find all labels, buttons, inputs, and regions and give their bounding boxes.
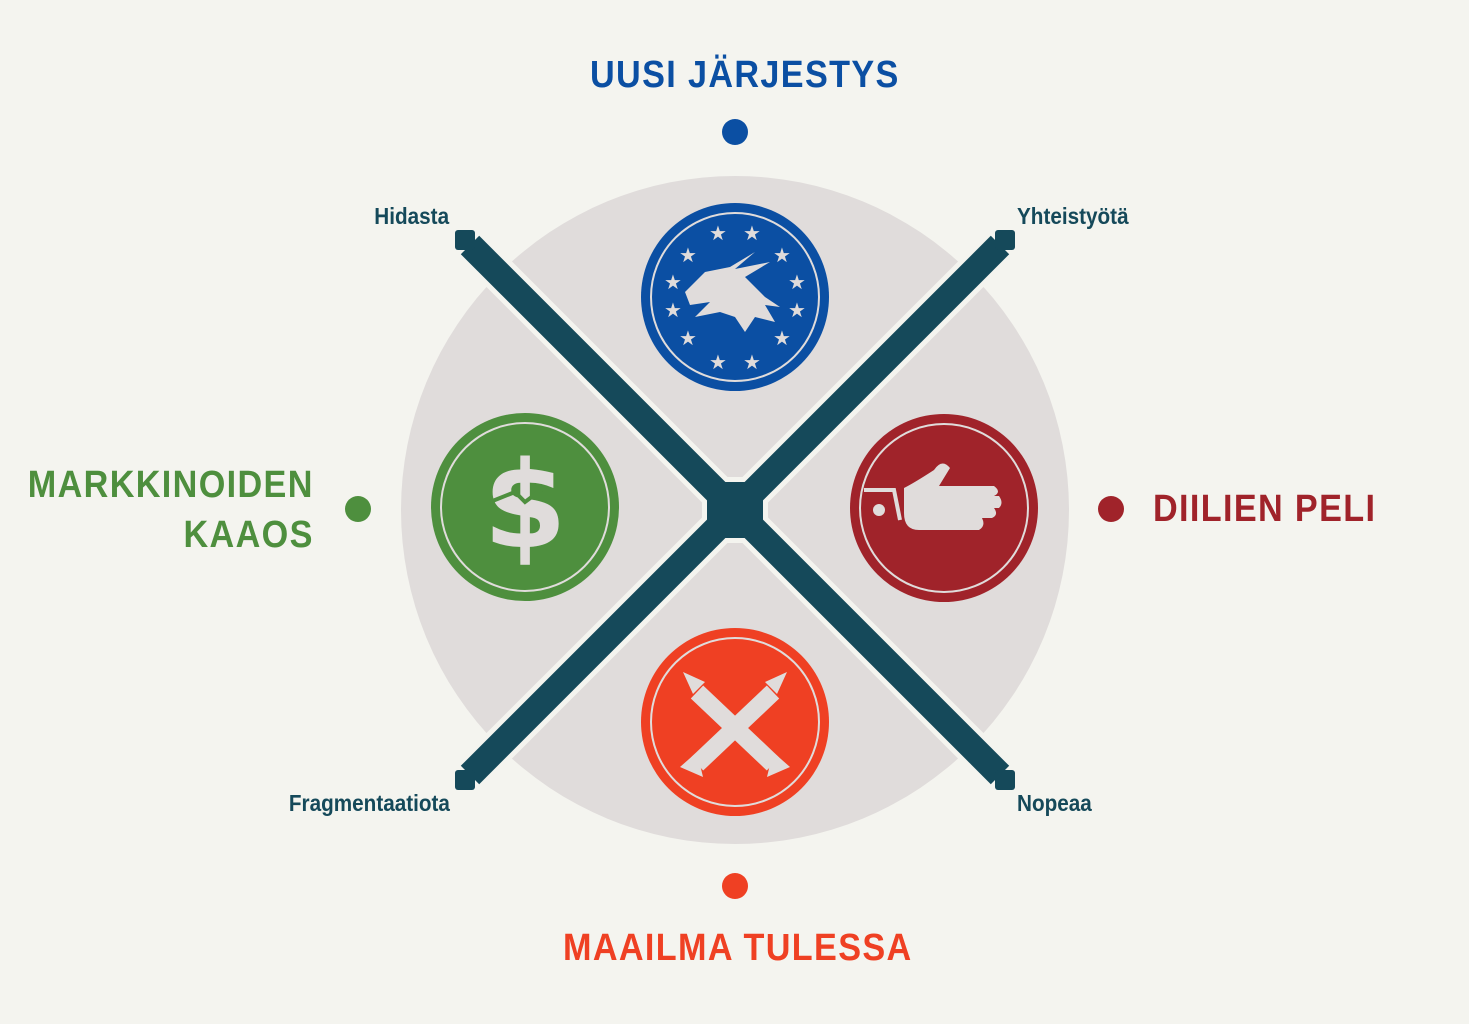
axis-label-bottom-left: Fragmentaatiota — [288, 790, 450, 816]
axis-end-cap — [995, 230, 1015, 250]
right-scenario-dot — [1098, 496, 1124, 522]
broken-dollar-icon: $ — [431, 413, 619, 601]
svg-text:★: ★ — [788, 270, 806, 294]
top-scenario-dot — [722, 119, 748, 145]
svg-text:★: ★ — [709, 221, 727, 245]
svg-text:★: ★ — [773, 326, 791, 350]
left-scenario-title-line2: KAAOS — [183, 514, 314, 556]
bottom-scenario-dot — [722, 873, 748, 899]
axis-label-top-right: Yhteistyötä — [1017, 203, 1129, 229]
left-scenario-dot — [345, 496, 371, 522]
dragon-stars-icon: ★ ★ ★ ★ ★ ★ ★ ★ ★ ★ ★ ★ — [641, 203, 829, 391]
svg-text:★: ★ — [679, 243, 697, 267]
axis-end-cap — [455, 230, 475, 250]
bottom-scenario-title: MAAILMA TULESSA — [563, 927, 913, 969]
svg-text:★: ★ — [773, 243, 791, 267]
right-scenario-title: DIILIEN PELI — [1153, 488, 1377, 530]
left-scenario-title-line1: MARKKINOIDEN — [27, 464, 314, 506]
handshake-icon — [850, 414, 1038, 602]
axis-label-top-left: Hidasta — [374, 203, 449, 229]
svg-text:★: ★ — [679, 326, 697, 350]
svg-text:★: ★ — [743, 350, 761, 374]
crossed-missiles-icon — [641, 628, 829, 816]
axis-label-bottom-right: Nopeaa — [1017, 790, 1092, 816]
axis-end-cap — [455, 770, 475, 790]
svg-text:★: ★ — [664, 270, 682, 294]
svg-text:$: $ — [483, 437, 567, 576]
svg-text:★: ★ — [743, 221, 761, 245]
svg-text:★: ★ — [664, 298, 682, 322]
svg-text:★: ★ — [788, 298, 806, 322]
svg-text:★: ★ — [709, 350, 727, 374]
axis-end-cap — [995, 770, 1015, 790]
axis-cross — [455, 230, 1015, 790]
top-scenario-title: UUSI JÄRJESTYS — [590, 54, 900, 96]
